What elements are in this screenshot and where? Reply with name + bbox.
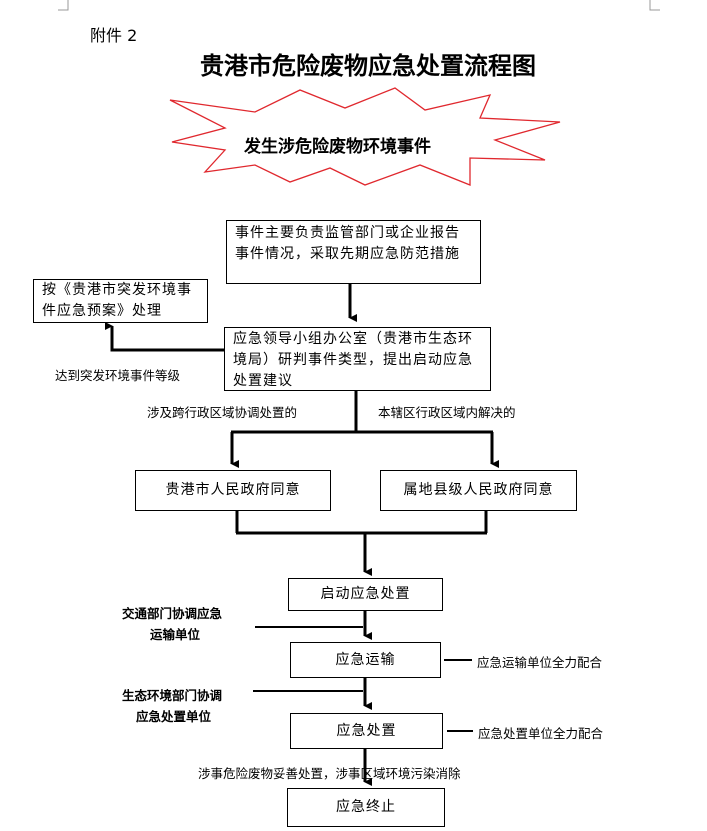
disposal-support-label: 应急处置单位全力配合 <box>478 726 604 741</box>
city-gov-box: 贵港市人民政府同意 <box>135 470 331 511</box>
start-event-label: 发生涉危险废物环境事件 <box>244 137 431 157</box>
transport-support-label: 应急运输单位全力配合 <box>477 655 603 670</box>
report-box: 事件主要负责监管部门或企业报告事件情况，采取先期应急防范措施 <box>226 220 481 284</box>
outcome-label: 涉事危险废物妥善处置，涉事区域环境污染消除 <box>198 766 461 781</box>
local-region-label: 本辖区行政区域内解决的 <box>378 405 516 420</box>
transport-coord-label-1: 交通部门协调应急 <box>122 606 223 621</box>
page-title: 贵港市危险废物应急处置流程图 <box>200 52 536 80</box>
terminate-box: 应急终止 <box>287 788 445 827</box>
attachment-label: 附件 2 <box>90 26 138 45</box>
county-gov-box: 属地县级人民政府同意 <box>380 470 577 511</box>
corner-mark-right <box>649 0 660 11</box>
start-response-box: 启动应急处置 <box>288 578 443 611</box>
disposal-box: 应急处置 <box>290 713 443 749</box>
eco-coord-label-2: 应急处置单位 <box>136 709 212 724</box>
eco-coord-label-1: 生态环境部门协调 <box>122 688 223 703</box>
corner-mark-left <box>58 0 69 11</box>
arrow-office-to-plan <box>105 322 224 352</box>
transport-box: 应急运输 <box>290 642 441 678</box>
office-review-box: 应急领导小组办公室（贵港市生态环境局）研判事件类型，提出启动应急处置建议 <box>224 327 491 391</box>
cross-region-label: 涉及跨行政区域协调处置的 <box>147 405 298 420</box>
transport-coord-label-2: 运输单位 <box>150 627 201 642</box>
event-star-shape <box>169 87 561 186</box>
reach-level-label: 达到突发环境事件等级 <box>55 368 181 383</box>
plan-handling-box: 按《贵港市突发环境事件应急预案》处理 <box>33 279 208 323</box>
